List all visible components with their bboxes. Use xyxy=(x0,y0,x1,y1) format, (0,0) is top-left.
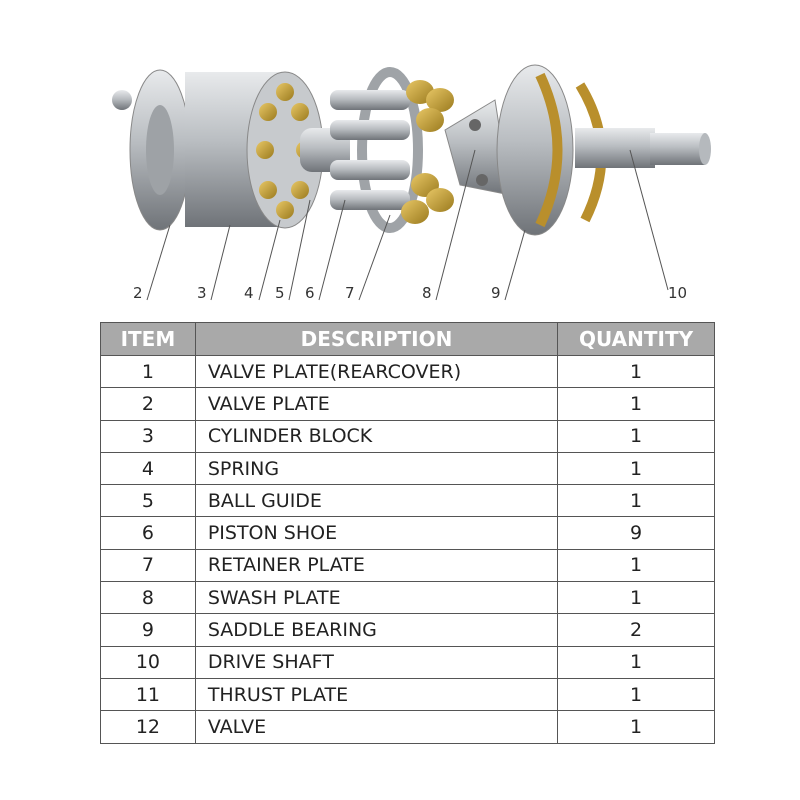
callout-3: 3 xyxy=(197,284,207,302)
cell-quantity: 1 xyxy=(557,581,715,615)
cell-quantity: 1 xyxy=(557,484,715,518)
cell-item: 4 xyxy=(100,451,196,486)
cell-description: VALVE PLATE xyxy=(194,387,559,421)
cell-item: 2 xyxy=(100,387,196,421)
cell-description: THRUST PLATE xyxy=(194,677,559,712)
cell-item: 12 xyxy=(100,710,196,744)
cell-item: 11 xyxy=(100,677,196,712)
saddle-bearing-part xyxy=(496,64,607,236)
header-description: DESCRIPTION xyxy=(194,322,559,356)
swash-plate-part xyxy=(444,99,511,196)
callout-6: 6 xyxy=(305,284,315,302)
cell-quantity: 1 xyxy=(557,451,715,486)
callout-5: 5 xyxy=(275,284,285,302)
table-header-row: ITEM DESCRIPTION QUANTITY xyxy=(100,322,715,356)
cell-quantity: 2 xyxy=(557,613,715,647)
cell-quantity: 1 xyxy=(557,354,715,389)
cell-item: 3 xyxy=(100,419,196,453)
cell-quantity: 1 xyxy=(557,387,715,421)
cell-item: 7 xyxy=(100,548,196,583)
drive-shaft-part xyxy=(575,128,711,168)
cell-quantity: 1 xyxy=(557,677,715,712)
cell-description: SPRING xyxy=(194,451,559,486)
valve-plate-part xyxy=(112,69,191,231)
cell-description: VALVE xyxy=(194,710,559,744)
callout-2: 2 xyxy=(133,284,143,302)
callout-9: 9 xyxy=(491,284,501,302)
pistons-and-retainer-part xyxy=(330,67,454,233)
cell-quantity: 1 xyxy=(557,419,715,453)
cell-item: 1 xyxy=(100,354,196,389)
cell-item: 9 xyxy=(100,613,196,647)
cell-description: DRIVE SHAFT xyxy=(194,645,559,679)
cell-quantity: 1 xyxy=(557,548,715,583)
callout-7: 7 xyxy=(345,284,355,302)
cell-quantity: 1 xyxy=(557,645,715,679)
cell-item: 6 xyxy=(100,516,196,550)
exploded-parts-diagram xyxy=(112,64,711,301)
header-quantity: QUANTITY xyxy=(557,322,715,356)
cell-description: VALVE PLATE(REARCOVER) xyxy=(194,354,559,389)
callout-4: 4 xyxy=(244,284,254,302)
callout-leader-lines xyxy=(146,149,669,301)
cell-item: 8 xyxy=(100,581,196,615)
cell-quantity: 9 xyxy=(557,516,715,550)
cell-description: SADDLE BEARING xyxy=(194,613,559,647)
cell-item: 10 xyxy=(100,645,196,679)
cell-description: CYLINDER BLOCK xyxy=(194,419,559,453)
cell-description: PISTON SHOE xyxy=(194,516,559,550)
callout-8: 8 xyxy=(422,284,432,302)
header-item: ITEM xyxy=(100,322,196,356)
cell-description: BALL GUIDE xyxy=(194,484,559,518)
cell-quantity: 1 xyxy=(557,710,715,744)
cell-description: SWASH PLATE xyxy=(194,581,559,615)
cell-description: RETAINER PLATE xyxy=(194,548,559,583)
cell-item: 5 xyxy=(100,484,196,518)
callout-10: 10 xyxy=(668,284,688,302)
